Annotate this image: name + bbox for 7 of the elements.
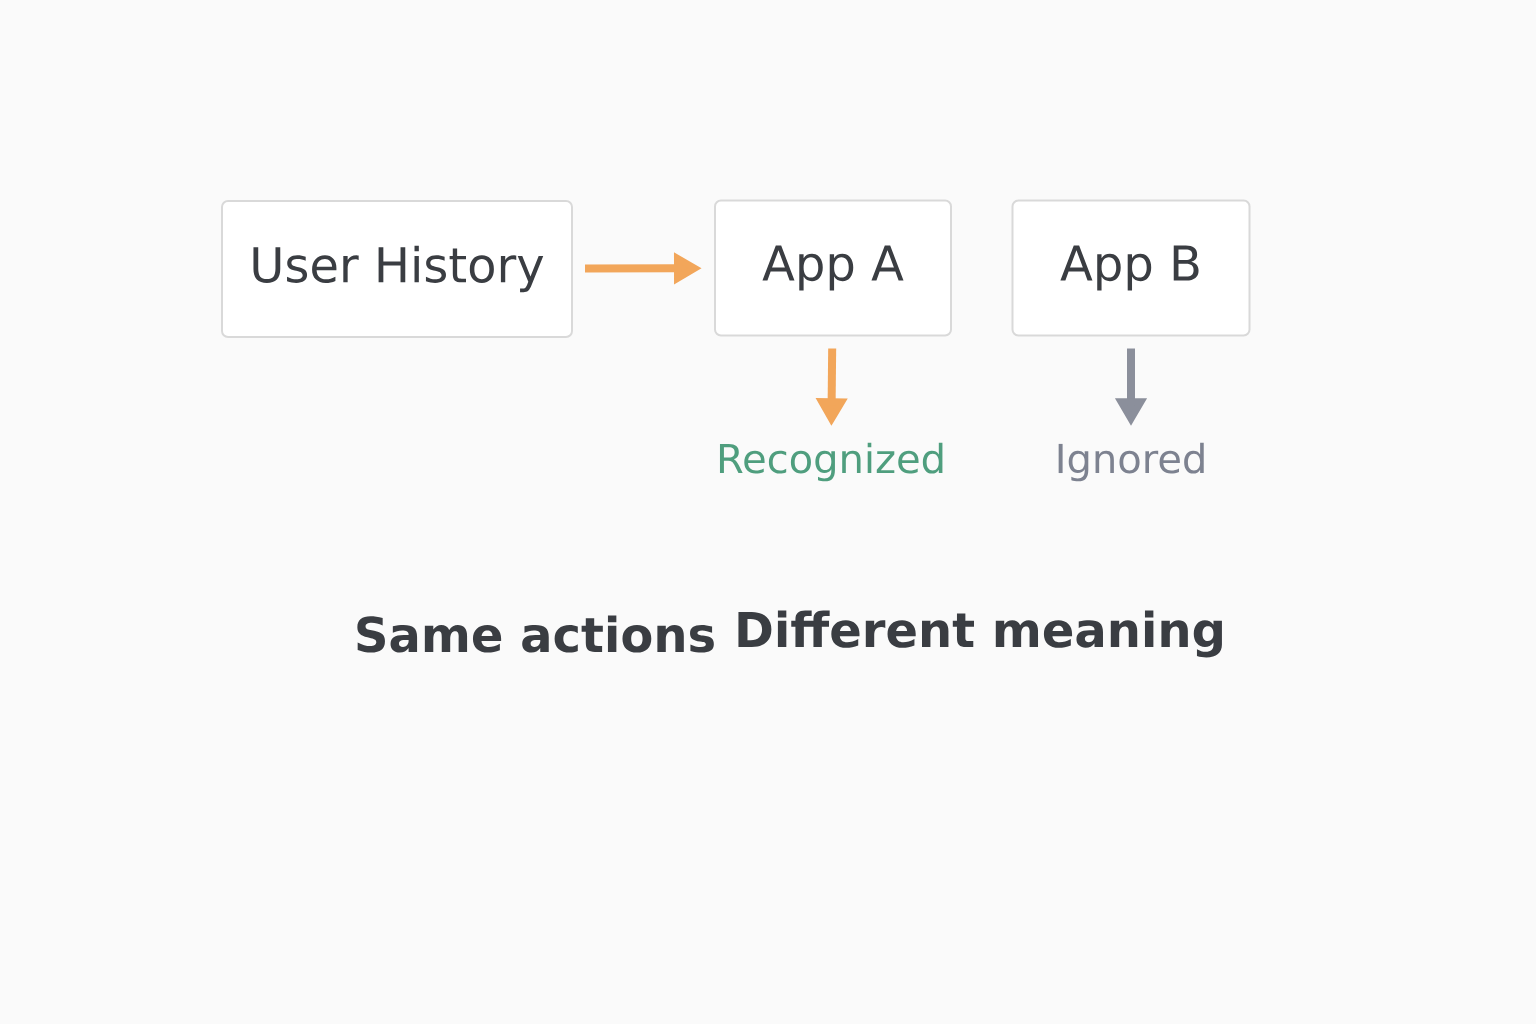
process-box: User History bbox=[221, 200, 573, 338]
outcome-label: Recognized bbox=[719, 442, 943, 482]
process-box: App A bbox=[714, 199, 952, 337]
outcome-label: Ignored bbox=[1058, 442, 1204, 482]
caption-text: Different meaning bbox=[738, 610, 1222, 658]
process-box: App B bbox=[1011, 199, 1251, 337]
caption-text: Same actions bbox=[357, 615, 714, 653]
